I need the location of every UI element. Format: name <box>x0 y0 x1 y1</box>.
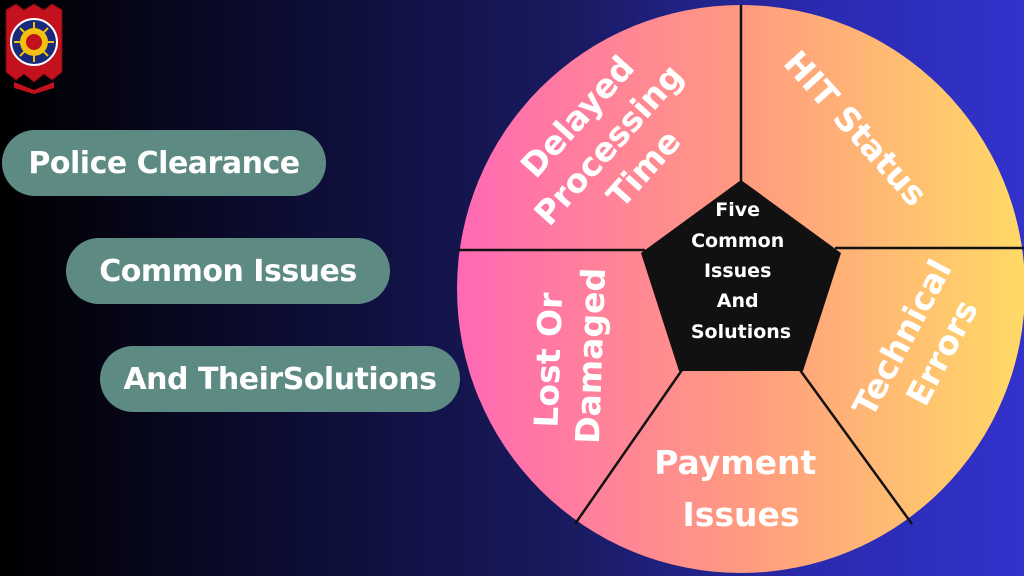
segment-label-payment-issues: Payment Issues <box>654 443 828 534</box>
title-line-2: Common Issues <box>99 253 357 289</box>
title-pill-and-their-solutions: And TheirSolutions <box>100 346 460 412</box>
center-line-4: And <box>717 290 759 312</box>
title-line-1: Police Clearance <box>28 145 300 181</box>
center-line-5: Solutions <box>691 321 791 343</box>
segment-label-lost-or-damaged: Lost Or Damaged <box>526 266 613 445</box>
center-pentagon <box>641 180 841 371</box>
center-line-2: Common <box>691 230 784 252</box>
title-line-3: And TheirSolutions <box>123 361 437 397</box>
segment-4-line-1: Payment <box>654 443 816 482</box>
center-label: Five Common Issues And Solutions <box>691 199 791 343</box>
segment-5-line-2: Damaged <box>568 267 613 444</box>
segment-4-line-2: Issues <box>682 495 799 534</box>
segment-5-line-1: Lost Or <box>526 291 570 428</box>
pnp-seal-icon <box>2 2 66 94</box>
center-line-3: Issues <box>704 260 771 282</box>
title-pill-common-issues: Common Issues <box>66 238 390 304</box>
center-line-1: Five <box>715 199 760 221</box>
title-pill-police-clearance: Police Clearance <box>2 130 326 196</box>
wheel-dividers <box>458 5 1024 525</box>
